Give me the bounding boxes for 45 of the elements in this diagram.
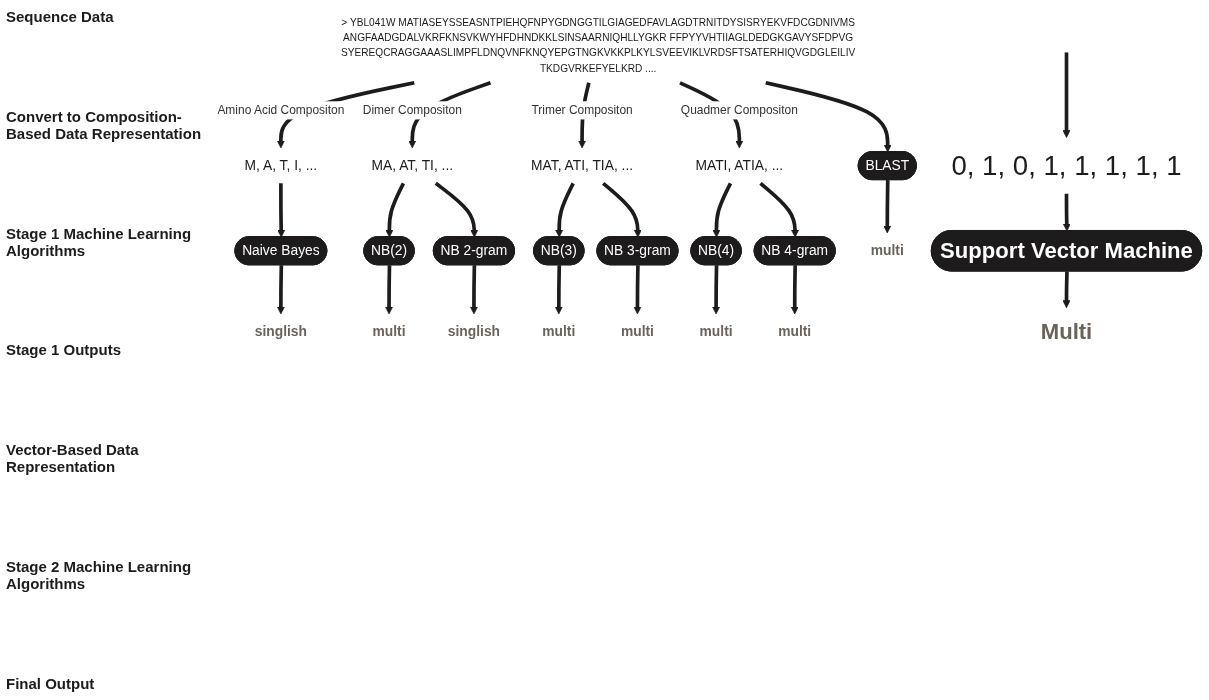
node-text: Multi (1040, 318, 1093, 344)
row-heading: Final Output (6, 674, 96, 692)
arrow (633, 265, 642, 315)
arrow (1062, 193, 1071, 232)
node-text: multi (870, 242, 904, 258)
row-heading: Stage 1 Outputs (6, 341, 122, 359)
arrow (277, 183, 286, 238)
node-text: 0, 1, 0, 1, 1, 1, 1, 1 (951, 150, 1182, 181)
arrow (883, 180, 892, 234)
node-text: multi (372, 323, 406, 339)
node-text: multi (699, 323, 733, 339)
node-text: singlish (254, 323, 307, 339)
edge-label: Dimer Compositon (362, 103, 462, 117)
edge-label: Amino Acid Compositon (217, 103, 345, 117)
arrow (555, 182, 575, 238)
node-text: multi (778, 323, 812, 339)
node-text: MAT, ATI, TIA, ... (531, 157, 634, 173)
node-text: MATI, ATIA, ... (695, 157, 784, 173)
node-text: multi (542, 323, 576, 339)
arrow (469, 265, 478, 315)
row-heading: Sequence Data (6, 8, 115, 25)
row-heading: Vector-Based Data Representation (6, 441, 140, 476)
arrow (712, 265, 721, 315)
edge-label: Quadmer Compositon (680, 103, 798, 117)
edge-label: Trimer Compositon (531, 103, 633, 117)
arrow (385, 182, 406, 238)
row-heading: Stage 1 Machine Learning Algorithms (6, 224, 193, 259)
node-text: MA, AT, TI, ... (371, 157, 454, 173)
node-text: singlish (447, 323, 501, 339)
row-heading: Convert to Composition-Based Data Representation (6, 107, 203, 142)
arrow (790, 265, 799, 315)
arrow (712, 182, 733, 238)
arrow (434, 181, 479, 238)
arrow (759, 181, 800, 238)
arrow (276, 265, 285, 315)
arrow (602, 181, 642, 238)
arrow (1062, 52, 1071, 138)
arrow (765, 81, 892, 153)
node-text: > YBL041W MATIASEYSSEASNTPIEHQFNPYGDNGGTILGIAGEDFAVLAGDTRNITDYSISRYEKVFDCGDNIVMSANGFAADGDALVKRFKNSVKWYHFDHNDKKLSINSAARNIQHLLYGKR FFPYYVHTIIAGLDEDGKGAVYSFDPVGSYEREQCRAGGAAASLIMPFLDNQVNFKNQYEPGTNGKVKKPLKYLSVEEVIKLVRDSFTSATERHIQVGDGLEILIVTKDGVRKEFYELKRD .... (341, 16, 856, 74)
node-text: multi (620, 323, 654, 339)
node-text: M, A, T, I, ... (244, 157, 318, 173)
arrow (1062, 271, 1071, 309)
row-heading: Stage 2 Machine Learning Algorithms (6, 558, 193, 593)
arrow (554, 265, 563, 315)
arrow (385, 265, 394, 315)
